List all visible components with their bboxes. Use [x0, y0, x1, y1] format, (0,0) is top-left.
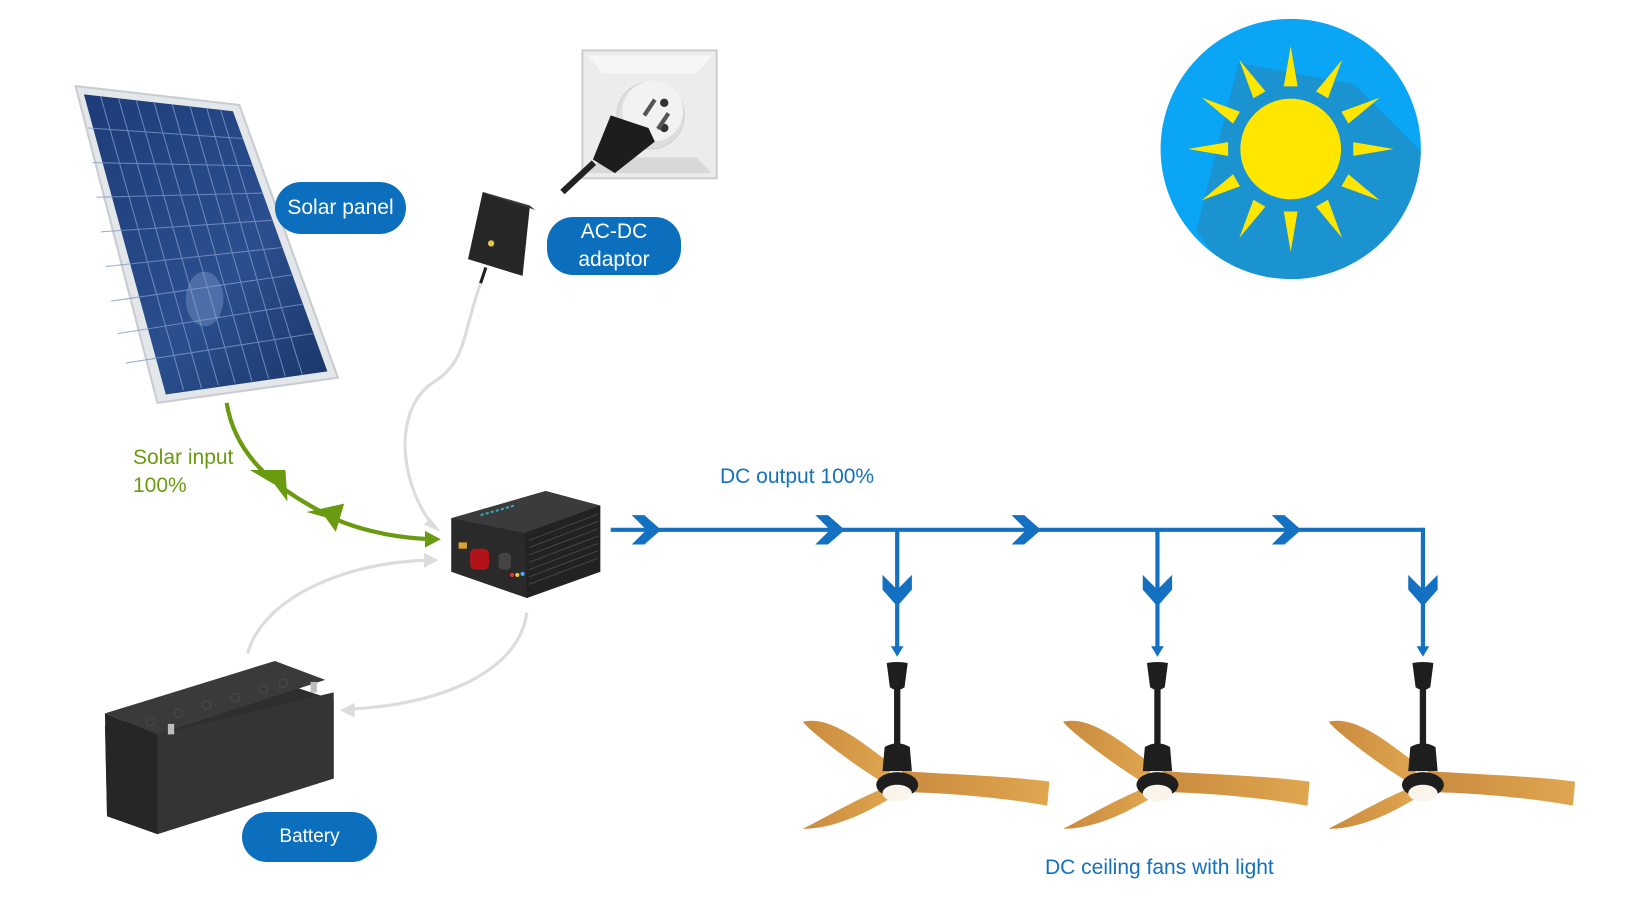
solar-input-label: Solar input 100%: [133, 446, 234, 497]
sun-icon: [1160, 18, 1421, 280]
dc-output-label: DC output 100%: [720, 465, 875, 488]
sun-ray: [1283, 211, 1298, 252]
down-chevron: [1408, 574, 1438, 607]
solar-panel-icon: [74, 84, 340, 405]
down-arrowhead: [1416, 646, 1430, 657]
solar-input-flow: [224, 402, 441, 548]
right-chevron: [631, 515, 662, 545]
ceiling-fan-icon: [802, 662, 1050, 829]
sun-ray: [1239, 199, 1266, 239]
right-chevron: [1011, 515, 1041, 545]
fans-caption: DC ceiling fans with light: [1045, 856, 1274, 879]
ac-dc-adaptor-icon: [468, 191, 536, 284]
sun-ray: [1239, 59, 1266, 99]
battery-label: Battery: [242, 812, 377, 862]
battery-to-controller-flow: [246, 558, 431, 655]
sun-ray: [1187, 142, 1229, 156]
down-chevron: [882, 574, 912, 607]
arrowhead-battery-out: [339, 702, 355, 718]
controller-to-battery-flow: [348, 612, 529, 711]
down-arrowhead: [1151, 646, 1164, 657]
sun-ray: [1341, 174, 1380, 201]
solar-panel-label: Solar panel: [275, 182, 406, 234]
down-chevron: [1142, 574, 1173, 607]
ceiling-fan-icon: [1328, 662, 1576, 829]
down-arrowhead: [890, 646, 904, 657]
sun-ray: [1353, 142, 1394, 156]
sun-ray: [1316, 59, 1343, 99]
dc-output-flow: [610, 527, 1426, 651]
fan-feed-chevrons: [882, 574, 1438, 657]
arrowhead-adaptor: [423, 518, 441, 532]
adaptor-to-controller-flow: [403, 282, 483, 528]
sun-ray: [1201, 174, 1240, 201]
ceiling-fan-icon: [1063, 662, 1310, 829]
battery-icon: [104, 660, 334, 835]
dc-flow-chevrons: [631, 515, 1302, 545]
arrowhead-battery-in: [423, 552, 439, 568]
sun-ray: [1283, 46, 1298, 87]
sun-ray: [1341, 97, 1380, 124]
charge-controller-icon: [451, 490, 601, 599]
right-chevron: [1271, 515, 1302, 545]
sun-ray: [1316, 199, 1343, 239]
right-chevron: [815, 515, 845, 545]
sun-ray: [1201, 97, 1240, 124]
plug-icon: [560, 98, 671, 195]
ac-dc-adaptor-label: AC-DC adaptor: [547, 217, 681, 275]
